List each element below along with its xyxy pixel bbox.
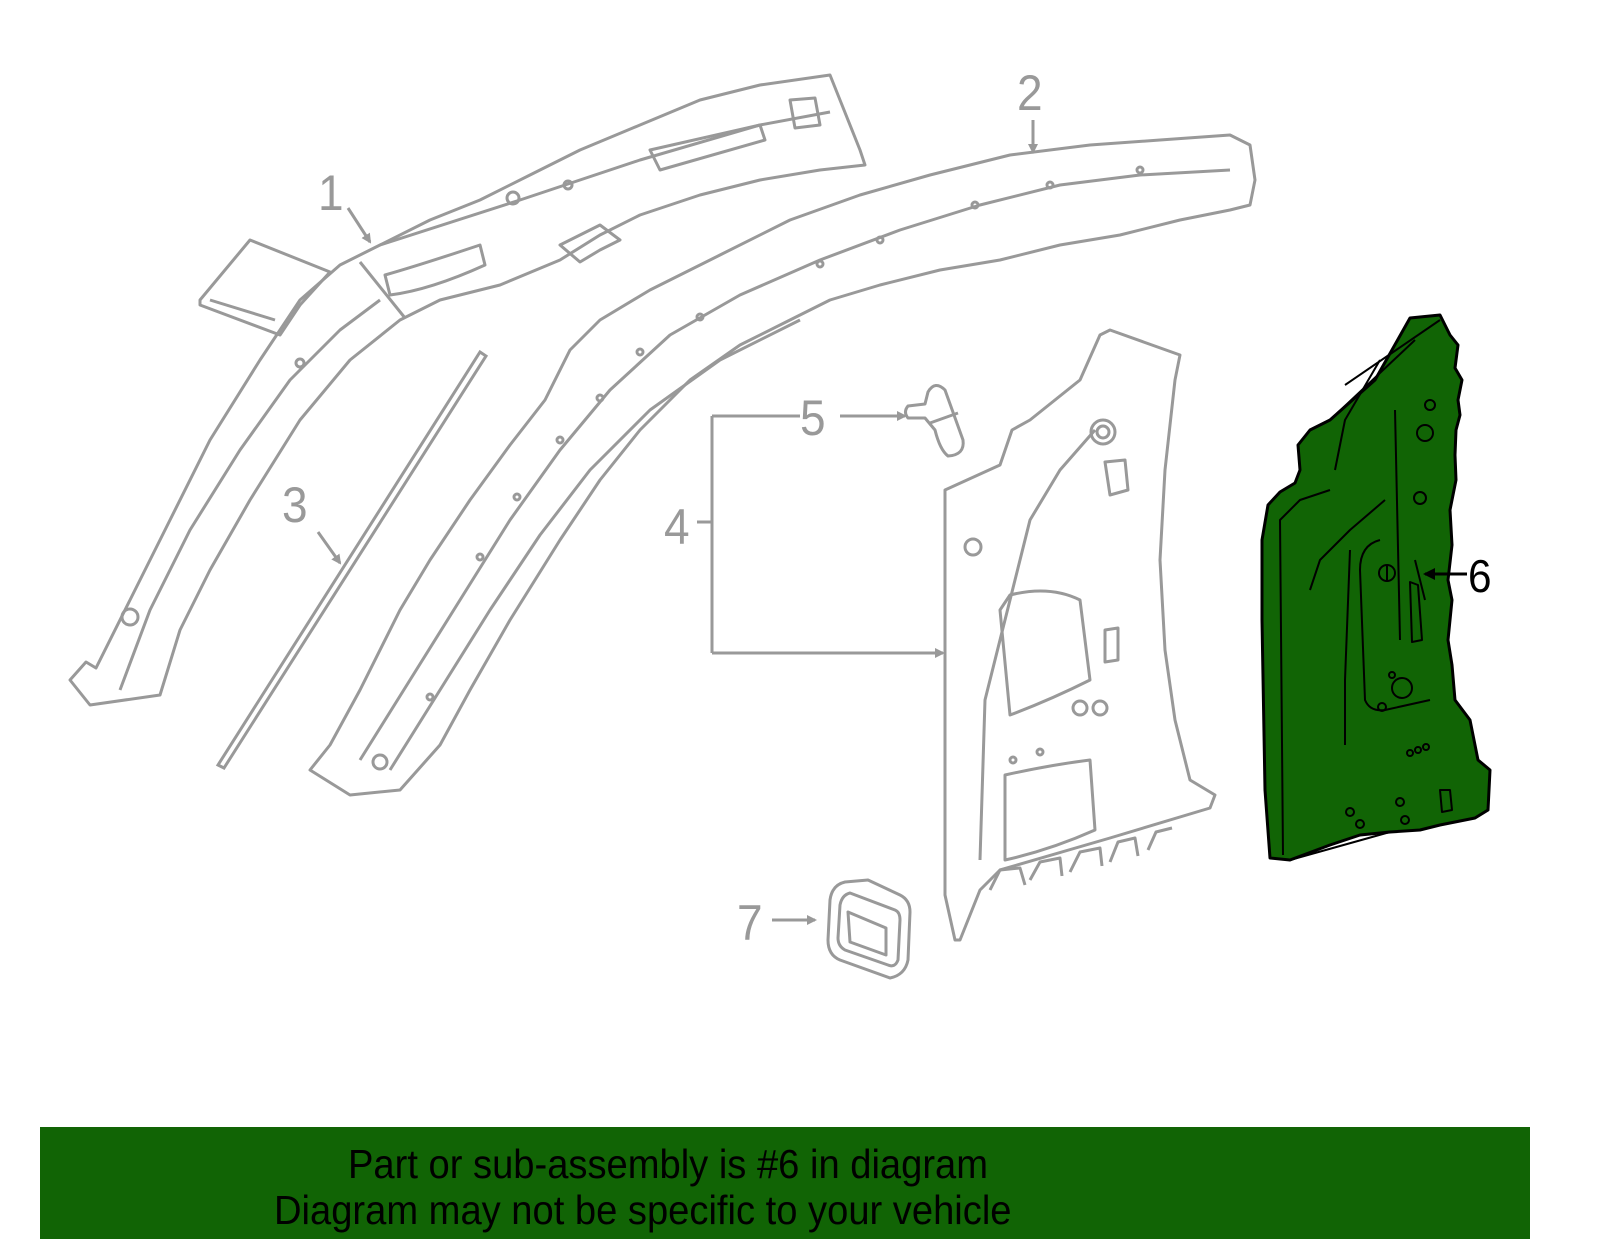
part-4-pillar-panel [943, 328, 1217, 942]
callout-1: 1 [318, 165, 344, 221]
callout-5: 5 [800, 390, 826, 446]
part-3-weatherstrip [215, 349, 489, 770]
leader-lines [316, 120, 1038, 925]
part-2-side-rail [308, 133, 1257, 797]
leader-3 [316, 531, 342, 565]
part-7-plug [826, 878, 912, 980]
callout-7: 7 [737, 895, 763, 951]
parts-diagram [68, 73, 1492, 980]
part-5-clip [904, 384, 965, 458]
callout-6: 6 [1468, 550, 1492, 602]
callout-4: 4 [664, 499, 690, 555]
leader-4-bracket [697, 414, 800, 653]
callout-2: 2 [1017, 65, 1043, 121]
part-6-highlighted-panel [1260, 313, 1492, 862]
info-banner: Part or sub-assembly is #6 in diagram Di… [40, 1127, 1530, 1239]
banner-part-text: Part or sub-assembly is #6 in diagram [348, 1141, 988, 1187]
callout-3: 3 [282, 477, 308, 533]
banner-disclaimer-text: Diagram may not be specific to your vehi… [274, 1187, 1012, 1233]
part-1-roof-rail [68, 73, 867, 707]
leader-1 [346, 207, 372, 244]
